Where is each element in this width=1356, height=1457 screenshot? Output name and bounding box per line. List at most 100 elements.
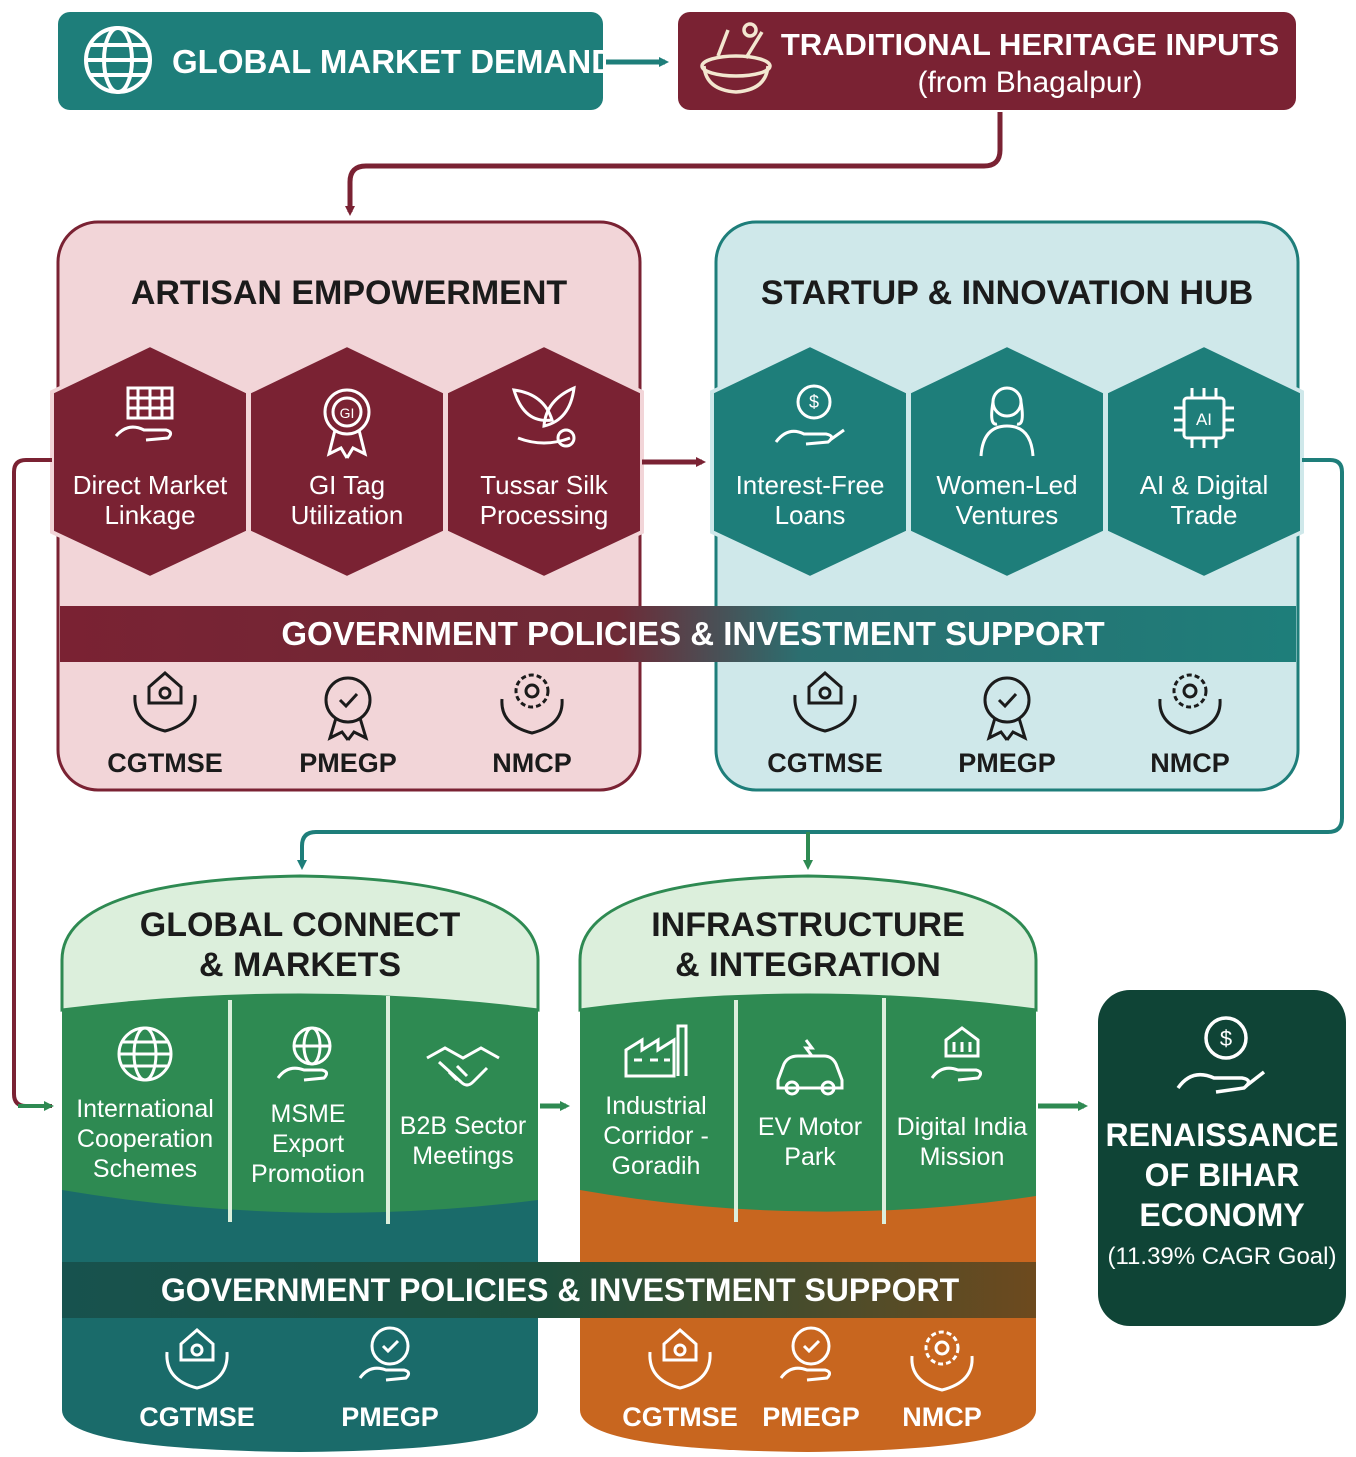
gear-hands-icon (910, 1330, 974, 1392)
panel-international-cooperation: International Cooperation Schemes (76, 1026, 214, 1183)
scheme-pmegp: PMEGP (762, 1326, 860, 1432)
hex-ai-digital-trade: AI AI & Digital Trade (1104, 342, 1304, 581)
artisan-empowerment-section: ARTISAN EMPOWERMENT Direct Market Linkag… (50, 220, 644, 792)
panel-b2b-sector-meetings: B2B Sector Meetings (400, 1046, 526, 1170)
scheme-label: NMCP (1150, 748, 1230, 778)
hex-label: Loans (775, 500, 846, 530)
hex-label: Women-Led (936, 470, 1077, 500)
global-connect-section: GLOBAL CONNECT & MARKETS International C… (60, 874, 540, 1452)
award-ribbon-icon (983, 676, 1031, 741)
gear-hands-icon (1158, 673, 1222, 735)
house-hands-icon (648, 1328, 712, 1390)
panel-label: International (76, 1095, 214, 1123)
scheme-label: CGTMSE (139, 1402, 255, 1432)
panel-industrial-corridor: Industrial Corridor - Goradih (603, 1024, 709, 1180)
scheme-label: CGTMSE (107, 748, 223, 778)
infrastructure-title: & INTEGRATION (675, 946, 941, 984)
panel-label: Export (272, 1130, 344, 1158)
scheme-cgtmse: CGTMSE (139, 1328, 255, 1432)
globe-icon (117, 1026, 173, 1082)
hex-tussar-silk-processing: Tussar Silk Processing (444, 342, 644, 581)
panel-label: Meetings (412, 1142, 513, 1170)
craft-pot-icon (700, 22, 772, 94)
arrow-artisan-to-global-connect (12, 458, 52, 1108)
globe-icon (84, 26, 152, 94)
scheme-label: PMEGP (958, 748, 1056, 778)
policy-banner-label: GOVERNMENT POLICIES & INVESTMENT SUPPORT (281, 615, 1104, 652)
scheme-nmcp: NMCP (902, 1330, 982, 1432)
panel-label: Schemes (93, 1155, 197, 1183)
hex-gi-tag-utilization: GI GI Tag Utilization (247, 342, 447, 581)
award-hand-icon (358, 1326, 411, 1382)
handloom-hand-icon (114, 386, 174, 442)
panel-ev-motor-park: EV Motor Park (758, 1039, 862, 1171)
panel-label: Digital India (897, 1113, 1028, 1141)
house-hands-icon (133, 671, 197, 733)
panel-label: EV Motor (758, 1113, 862, 1141)
svg-text:AI: AI (1196, 410, 1212, 429)
gi-badge-icon: GI (323, 388, 371, 459)
scheme-label: CGTMSE (622, 1402, 738, 1432)
scheme-pmegp: PMEGP (958, 676, 1056, 778)
arrow-startup-to-bottom (297, 458, 1344, 870)
award-hand-icon (779, 1326, 832, 1382)
panel-label: MSME (271, 1100, 346, 1128)
hex-label: Processing (480, 500, 609, 530)
outcome-title: ECONOMY (1139, 1197, 1304, 1233)
hex-label: Direct Market (73, 470, 228, 500)
global-connect-title: GLOBAL CONNECT (140, 906, 461, 944)
hex-label: Tussar Silk (480, 470, 609, 500)
hex-direct-market-linkage: Direct Market Linkage (50, 342, 250, 581)
hex-label: GI Tag (309, 470, 385, 500)
global-connect-title: & MARKETS (199, 946, 401, 984)
panel-label: Industrial (605, 1092, 706, 1120)
silk-leaf-icon (511, 385, 576, 448)
svg-text:GI: GI (340, 405, 355, 421)
startup-innovation-section: STARTUP & INNOVATION HUB $ Interest-Free… (710, 220, 1304, 792)
panel-label: Mission (920, 1143, 1005, 1171)
panel-label: Park (784, 1143, 836, 1171)
panel-label: Cooperation (77, 1125, 213, 1153)
hex-women-led-ventures: Women-Led Ventures (907, 342, 1107, 581)
woman-icon (979, 386, 1035, 457)
outcome-title: RENAISSANCE (1106, 1117, 1339, 1153)
scheme-label: PMEGP (299, 748, 397, 778)
digital-hand-icon (930, 1026, 983, 1082)
policy-banner-top: GOVERNMENT POLICIES & INVESTMENT SUPPORT (60, 606, 1296, 662)
hex-label: Ventures (956, 500, 1059, 530)
artisan-title: ARTISAN EMPOWERMENT (131, 274, 568, 312)
panel-digital-india-mission: Digital India Mission (897, 1026, 1028, 1171)
heritage-subtitle: (from Bhagalpur) (917, 66, 1142, 99)
dollar-hand-icon: $ (1176, 1016, 1266, 1094)
panel-msme-export-promotion: MSME Export Promotion (251, 1026, 365, 1188)
award-ribbon-icon (324, 676, 372, 741)
scheme-label: PMEGP (762, 1402, 860, 1432)
house-hands-icon (165, 1328, 229, 1390)
policy-banner-bottom: GOVERNMENT POLICIES & INVESTMENT SUPPORT (62, 1262, 1036, 1318)
gear-hands-icon (500, 673, 564, 735)
hex-label: Interest-Free (736, 470, 885, 500)
scheme-label: NMCP (902, 1402, 982, 1432)
hex-label: Utilization (291, 500, 404, 530)
infrastructure-title: INFRASTRUCTURE (651, 906, 965, 944)
scheme-pmegp: PMEGP (299, 676, 397, 778)
hex-label: Linkage (104, 500, 195, 530)
renaissance-outcome-box: $ RENAISSANCE OF BIHAR ECONOMY (11.39% C… (1098, 990, 1346, 1326)
panel-label: Corridor - (603, 1122, 709, 1150)
panel-label: Promotion (251, 1160, 365, 1188)
dollar-hand-icon: $ (774, 384, 845, 446)
scheme-label: CGTMSE (767, 748, 883, 778)
house-hands-icon (793, 671, 857, 733)
scheme-cgtmse: CGTMSE (107, 671, 223, 778)
hex-label: AI & Digital (1140, 470, 1269, 500)
globe-hand-icon (276, 1026, 332, 1082)
scheme-nmcp: NMCP (1150, 673, 1230, 778)
scheme-label: PMEGP (341, 1402, 439, 1432)
outcome-goal: (11.39% CAGR Goal) (1108, 1243, 1337, 1270)
scheme-pmegp: PMEGP (341, 1326, 439, 1432)
panel-label: B2B Sector (400, 1112, 526, 1140)
policy-banner-label: GOVERNMENT POLICIES & INVESTMENT SUPPORT (161, 1272, 960, 1308)
svg-text:$: $ (809, 392, 819, 412)
traditional-heritage-box: TRADITIONAL HERITAGE INPUTS (from Bhagal… (678, 12, 1296, 110)
